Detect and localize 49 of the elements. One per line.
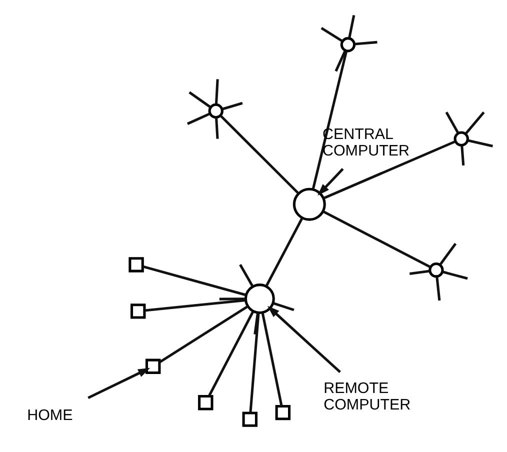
connector bbox=[220, 114, 300, 194]
connector bbox=[219, 297, 246, 300]
connector bbox=[222, 101, 243, 110]
connector bbox=[348, 14, 356, 38]
node-circle bbox=[244, 283, 275, 314]
node-circle bbox=[340, 36, 356, 52]
connector bbox=[312, 50, 348, 189]
connector bbox=[445, 111, 460, 134]
connector bbox=[354, 40, 378, 45]
node-text: REMOTE COMPUTER bbox=[324, 380, 411, 414]
connector bbox=[320, 26, 343, 42]
arrow bbox=[318, 168, 344, 196]
connector bbox=[239, 263, 254, 287]
connector bbox=[208, 310, 254, 396]
node-box bbox=[198, 394, 214, 410]
connector bbox=[188, 90, 212, 108]
connector bbox=[442, 270, 468, 280]
connector bbox=[254, 312, 260, 334]
connector bbox=[436, 276, 441, 300]
connector bbox=[144, 298, 246, 312]
connector bbox=[409, 269, 430, 275]
connector bbox=[142, 264, 246, 296]
node-box bbox=[145, 358, 161, 374]
node-text: HOME bbox=[27, 406, 73, 424]
connector bbox=[464, 111, 485, 134]
connector bbox=[272, 301, 294, 311]
connector bbox=[322, 140, 456, 199]
node-circle bbox=[292, 187, 326, 220]
connector bbox=[215, 117, 219, 138]
connector bbox=[334, 50, 346, 72]
connector bbox=[158, 304, 249, 363]
connector bbox=[468, 138, 494, 147]
node-circle bbox=[208, 102, 224, 118]
connector bbox=[186, 112, 210, 124]
node-box bbox=[275, 404, 291, 420]
node-box bbox=[128, 256, 144, 272]
connector bbox=[214, 78, 219, 104]
connector bbox=[439, 242, 457, 266]
connector bbox=[249, 312, 260, 412]
node-circle bbox=[454, 130, 469, 146]
node-circle bbox=[428, 262, 444, 278]
arrow bbox=[267, 305, 341, 373]
connector bbox=[460, 145, 465, 166]
node-box bbox=[130, 303, 146, 318]
connector bbox=[265, 216, 304, 286]
node-box bbox=[242, 411, 258, 426]
connector bbox=[322, 210, 431, 268]
connector bbox=[261, 312, 283, 406]
arrow bbox=[88, 367, 150, 398]
